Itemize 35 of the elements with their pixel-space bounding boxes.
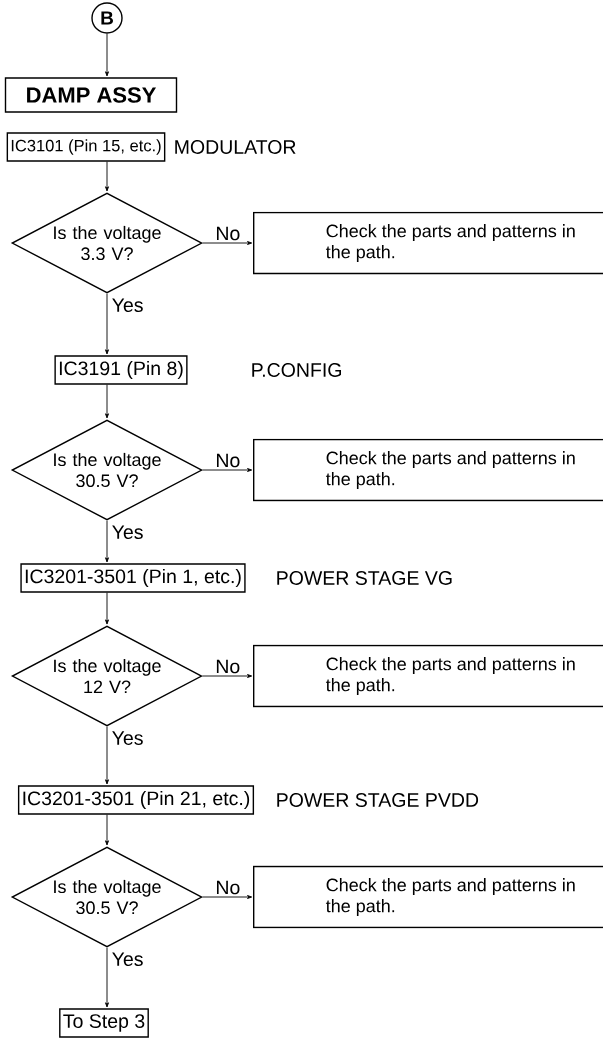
process-box: IC3201-3501 (Pin 1, etc.) bbox=[20, 563, 246, 593]
edge-label: Yes bbox=[112, 298, 143, 312]
process-box: IC3101 (Pin 15, etc.) bbox=[6, 132, 166, 162]
edge-label: Yes bbox=[112, 731, 143, 745]
arrow bbox=[105, 293, 109, 355]
edge-label: No bbox=[216, 659, 240, 674]
title-box: DAMP ASSY bbox=[4, 77, 178, 113]
arrow bbox=[105, 592, 109, 625]
process-box: IC3191 (Pin 8) bbox=[54, 355, 188, 385]
edge-label: Yes bbox=[112, 952, 143, 966]
edge-label: Yes bbox=[112, 525, 143, 539]
action-box: Check the parts and patterns in the path. bbox=[253, 438, 603, 502]
arrow bbox=[105, 384, 109, 419]
action-box: Check the parts and patterns in the path. bbox=[253, 865, 603, 929]
arrow bbox=[105, 947, 109, 1008]
action-box: Check the parts and patterns in the path. bbox=[253, 644, 603, 708]
edge-label: No bbox=[217, 226, 240, 241]
side-label: P.CONFIG bbox=[252, 363, 341, 377]
arrow bbox=[202, 674, 253, 678]
edge-label: No bbox=[217, 880, 240, 895]
arrow bbox=[105, 814, 109, 846]
edge-label: No bbox=[217, 453, 240, 468]
arrow bbox=[105, 726, 109, 785]
arrow bbox=[202, 468, 253, 472]
arrow bbox=[202, 241, 253, 245]
process-box: IC3201-3501 (Pin 21, etc.) bbox=[17, 785, 255, 815]
action-box: Check the parts and patterns in the path. bbox=[253, 211, 603, 275]
arrow bbox=[105, 161, 109, 192]
arrow bbox=[105, 33, 109, 77]
process-box: To Step 3 bbox=[59, 1008, 149, 1038]
arrow bbox=[105, 520, 109, 563]
side-label: MODULATOR bbox=[175, 140, 296, 154]
arrow bbox=[202, 895, 253, 899]
side-label: POWER STAGE VG bbox=[277, 571, 452, 585]
side-label: POWER STAGE PVDD bbox=[277, 793, 479, 807]
